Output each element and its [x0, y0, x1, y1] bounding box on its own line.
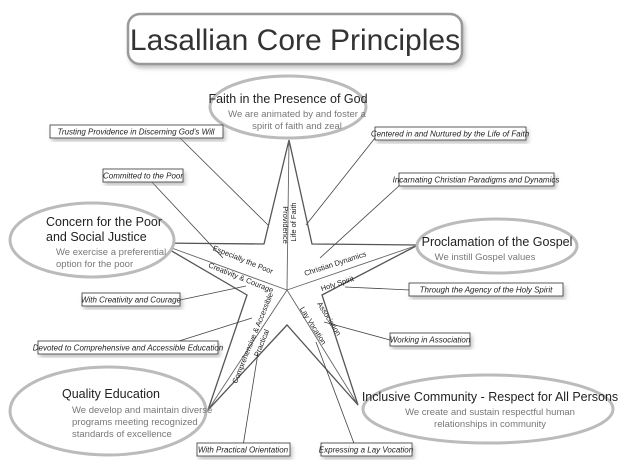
- callout-poor: Committed to the Poor: [102, 168, 184, 183]
- callout-lay-vocation: Expressing a Lay Vocation: [319, 442, 414, 457]
- star: [155, 139, 419, 411]
- callout-providence: Trusting Providence in Discerning God's …: [49, 124, 224, 139]
- community-ellipse: [361, 373, 615, 445]
- callout-creativity-text: With Creativity and Courage: [81, 296, 182, 305]
- community-desc-line-1: We create and sustain respectful human: [405, 407, 575, 418]
- principle-concern: Concern for the Poor and Social Justice …: [8, 201, 176, 279]
- concern-desc-line-2: option for the poor: [56, 259, 133, 270]
- callout-creativity: With Creativity and Courage: [81, 292, 182, 307]
- quality-ellipse: [8, 365, 208, 457]
- concern-title-line-1: Concern for the Poor: [46, 215, 162, 229]
- principle-proclamation: Proclamation of the Gospel We instill Go…: [415, 217, 579, 275]
- quality-desc-line-2: programs meeting recognized: [72, 417, 198, 428]
- callout-holy-spirit-text: Through the Agency of the Holy Spirit: [420, 286, 553, 295]
- diagram-title: Lasallian Core Principles: [130, 24, 460, 57]
- faith-ellipse: [208, 74, 368, 140]
- arm-label-providence: Providence: [281, 206, 290, 244]
- quality-desc-line-3: standards of excellence: [72, 429, 172, 440]
- principle-quality: Quality Education We develop and maintai…: [8, 365, 212, 457]
- callout-lay-vocation-text: Expressing a Lay Vocation: [319, 446, 414, 455]
- callout-centered-text: Centered in and Nurtured by the Life of …: [371, 130, 530, 139]
- callout-practical-text: With Practical Orientation: [198, 446, 289, 455]
- faith-title: Faith in the Presence of God: [208, 92, 367, 106]
- proclamation-title: Proclamation of the Gospel: [422, 235, 573, 249]
- callout-devoted: Devoted to Comprehensive and Accessible …: [33, 340, 224, 355]
- community-desc-line-2: relationships in community: [434, 419, 546, 430]
- title-box: Lasallian Core Principles: [126, 12, 464, 66]
- concern-ellipse: [8, 201, 176, 279]
- star-outline: [155, 139, 419, 411]
- callout-providence-text: Trusting Providence in Discerning God's …: [58, 128, 215, 137]
- principle-community: Inclusive Community - Respect for All Pe…: [361, 373, 618, 445]
- concern-desc-line-1: We exercise a preferential: [56, 247, 166, 258]
- callout-centered: Centered in and Nurtured by the Life of …: [371, 126, 530, 141]
- community-title: Inclusive Community - Respect for All Pe…: [362, 390, 618, 404]
- callout-poor-text: Committed to the Poor: [103, 172, 183, 181]
- quality-title: Quality Education: [62, 387, 160, 401]
- callout-incarnating-text: Incarnating Christian Paradigms and Dyna…: [393, 176, 560, 185]
- leader-lines: [149, 137, 411, 447]
- faith-desc-line-2: spirit of faith and zeal: [252, 121, 342, 132]
- callout-practical: With Practical Orientation: [196, 442, 291, 457]
- quality-desc-line-1: We develop and maintain diverse: [72, 405, 212, 416]
- proclamation-desc: We instill Gospel values: [435, 252, 536, 263]
- star-ridges: [157, 139, 419, 411]
- title-frame: [126, 12, 464, 66]
- callout-devoted-text: Devoted to Comprehensive and Accessible …: [33, 344, 224, 353]
- callout-association: Working in Association: [389, 332, 471, 347]
- callout-association-text: Working in Association: [390, 336, 471, 345]
- concern-title-line-2: and Social Justice: [46, 230, 147, 244]
- callout-holy-spirit: Through the Agency of the Holy Spirit: [408, 282, 564, 297]
- callout-incarnating: Incarnating Christian Paradigms and Dyna…: [393, 172, 560, 187]
- arm-label-life-of-faith: Life of Faith: [289, 202, 298, 241]
- proclamation-ellipse: [415, 217, 579, 275]
- principle-faith: Faith in the Presence of God We are anim…: [208, 74, 368, 140]
- faith-desc-line-1: We are animated by and foster a: [228, 109, 366, 120]
